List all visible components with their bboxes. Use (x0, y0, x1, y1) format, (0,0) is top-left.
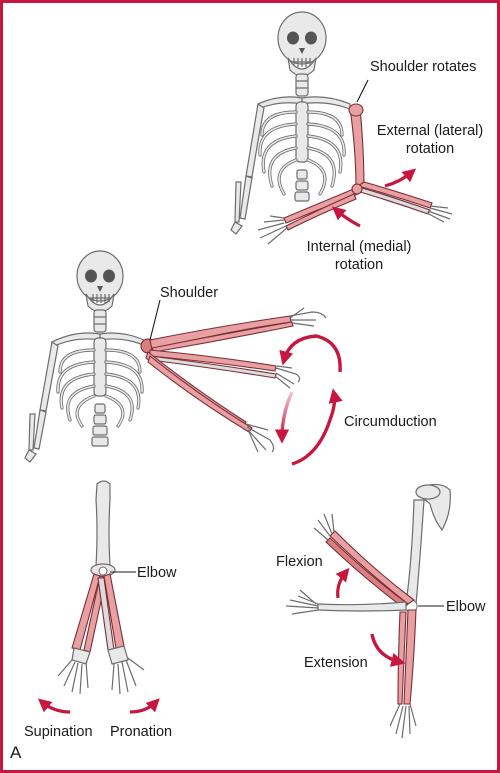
forearm-supination-pronation (57, 480, 145, 695)
arm-circumduction-highlight (140, 307, 327, 453)
external-rotation-line2: rotation (405, 141, 455, 157)
circumduction-arrow-right (291, 388, 343, 466)
pronation-label: Pronation (110, 724, 173, 740)
external-rotation-line1: External (lateral) (376, 123, 484, 139)
pronation-arrow (129, 698, 160, 714)
shoulder-rotates-label: Shoulder rotates (370, 59, 477, 75)
external-rotation-arrow (384, 168, 417, 188)
supination-label: Supination (24, 724, 93, 740)
circumduction-label: Circumduction (344, 414, 437, 430)
shoulder-rotates-leader (356, 79, 369, 103)
internal-rotation-line1: Internal (medial) (306, 239, 412, 255)
circumduction-arrow-left (274, 391, 294, 444)
internal-rotation-label: Internal (medial) rotation (300, 238, 418, 274)
shoulder-label: Shoulder (160, 285, 219, 301)
flexion-label: Flexion (276, 554, 323, 570)
extension-label: Extension (304, 655, 368, 671)
arm-rotation-highlight (257, 103, 453, 245)
extension-arrow (370, 633, 406, 667)
arm-flexion-extension (285, 483, 451, 739)
flexion-arrow (335, 567, 350, 599)
supination-arrow (37, 698, 71, 714)
circumduction-arrow-upper (279, 334, 342, 373)
elbow-forearm-label: Elbow (137, 565, 177, 581)
elbow-arm-label: Elbow (446, 599, 486, 615)
internal-rotation-line2: rotation (334, 257, 384, 273)
internal-rotation-arrow (331, 206, 361, 228)
skeleton-circumduction (24, 250, 149, 463)
panel-letter: A (10, 743, 22, 762)
external-rotation-label: External (lateral) rotation (374, 122, 486, 158)
shoulder-leader (149, 299, 161, 341)
skeleton-rotation (230, 11, 351, 235)
